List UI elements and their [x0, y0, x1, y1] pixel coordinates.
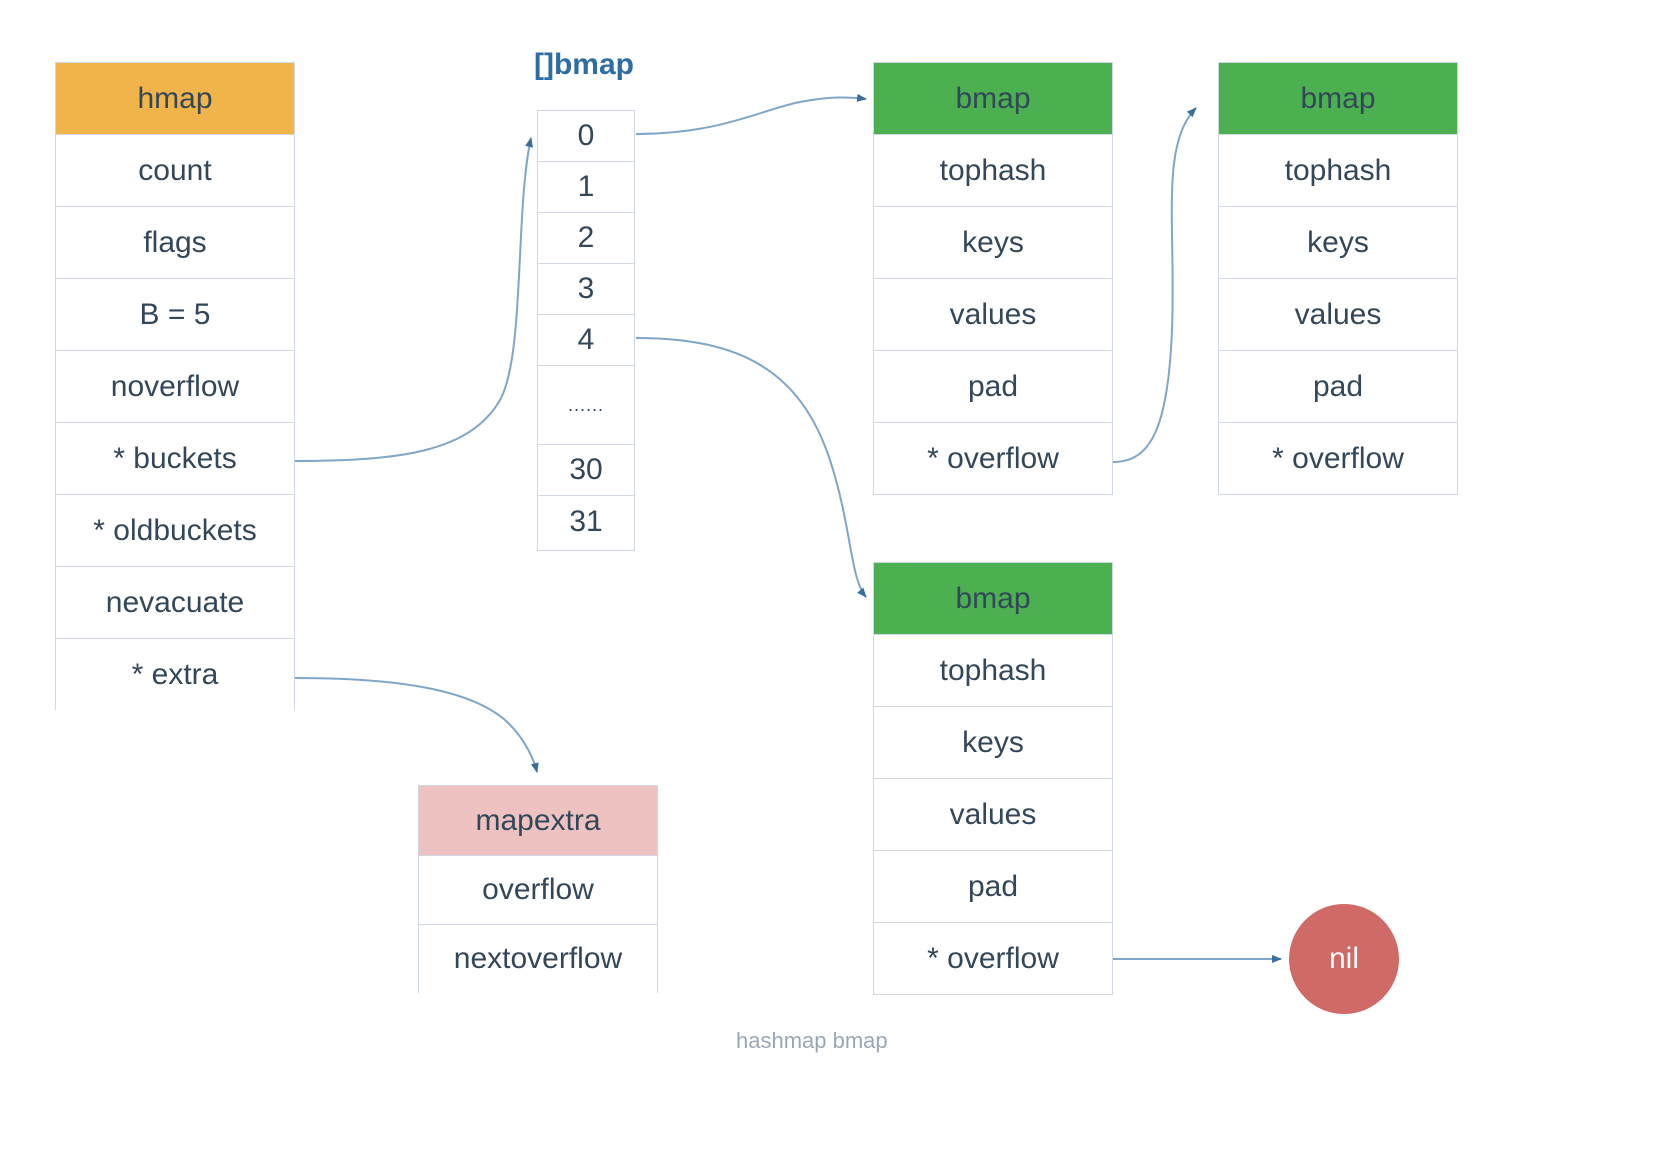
bmap-bottom-header: bmap — [874, 563, 1112, 635]
bmap-top-left-field-overflow: * overflow — [874, 423, 1112, 494]
slice-cell-2: 2 — [538, 213, 634, 264]
bmap-struct-top-right: bmap tophash keys values pad * overflow — [1218, 62, 1458, 495]
hmap-field-nevacuate: nevacuate — [56, 567, 294, 639]
slice-cell-4: 4 — [538, 315, 634, 366]
slice-cell-1: 1 — [538, 162, 634, 213]
mapextra-struct: mapextra overflow nextoverflow — [418, 785, 658, 993]
hmap-field-flags: flags — [56, 207, 294, 279]
hmap-field-buckets: * buckets — [56, 423, 294, 495]
slice-cell-31: 31 — [569, 504, 603, 538]
edge-slice0-to-bmap1 — [635, 93, 867, 135]
bmap-struct-top-left: bmap tophash keys values pad * overflow — [873, 62, 1113, 495]
hmap-field-count: count — [56, 135, 294, 207]
bmap-top-right-field-tophash: tophash — [1219, 135, 1457, 207]
bmap-top-right-header: bmap — [1219, 63, 1457, 135]
mapextra-field-overflow: overflow — [419, 856, 657, 925]
bmap-top-right-field-keys: keys — [1219, 207, 1457, 279]
bmap-slice: 0 1 2 3 4 ...... 30 31 — [537, 110, 635, 551]
bmap-bottom-field-pad: pad — [874, 851, 1112, 923]
slice-cell-0: 0 — [538, 111, 634, 162]
bmap-top-left-header: bmap — [874, 63, 1112, 135]
bmap-bottom-field-tophash: tophash — [874, 635, 1112, 707]
mapextra-field-nextoverflow: nextoverflow — [419, 925, 657, 993]
hmap-header: hmap — [56, 63, 294, 135]
edge-bmap1-overflow-to-bmap2 — [1112, 107, 1197, 463]
mapextra-header: mapextra — [419, 786, 657, 856]
bmap-top-left-field-tophash: tophash — [874, 135, 1112, 207]
hmap-field-noverflow: noverflow — [56, 351, 294, 423]
bmap-top-left-field-keys: keys — [874, 207, 1112, 279]
bmap-bottom-field-overflow: * overflow — [874, 923, 1112, 994]
bmap-top-left-field-values: values — [874, 279, 1112, 351]
bmap-top-left-field-pad: pad — [874, 351, 1112, 423]
slice-cell-3: 3 — [538, 264, 634, 315]
edge-extra-to-mapextra — [294, 677, 539, 773]
hmap-struct: hmap count flags B = 5 noverflow * bucke… — [55, 62, 295, 710]
slice-title: []bmap — [534, 48, 634, 81]
bmap-bottom-field-values: values — [874, 779, 1112, 851]
bmap-top-right-field-pad: pad — [1219, 351, 1457, 423]
nil-node-label: nil — [1328, 942, 1359, 975]
nil-node: nil — [1289, 904, 1399, 1014]
bmap-bottom-field-keys: keys — [874, 707, 1112, 779]
diagram-caption: hashmap bmap — [736, 1028, 888, 1053]
bmap-top-right-field-overflow: * overflow — [1219, 423, 1457, 494]
edge-slice4-to-bmap3 — [635, 337, 867, 598]
hmap-field-extra: * extra — [56, 639, 294, 710]
slice-cell-30: 30 — [538, 445, 634, 496]
slice-cell-ellipsis: ...... — [538, 366, 634, 445]
edge-buckets-to-slice — [294, 137, 533, 462]
bmap-top-right-field-values: values — [1219, 279, 1457, 351]
hmap-field-b: B = 5 — [56, 279, 294, 351]
hmap-field-oldbuckets: * oldbuckets — [56, 495, 294, 567]
bmap-struct-bottom: bmap tophash keys values pad * overflow — [873, 562, 1113, 995]
